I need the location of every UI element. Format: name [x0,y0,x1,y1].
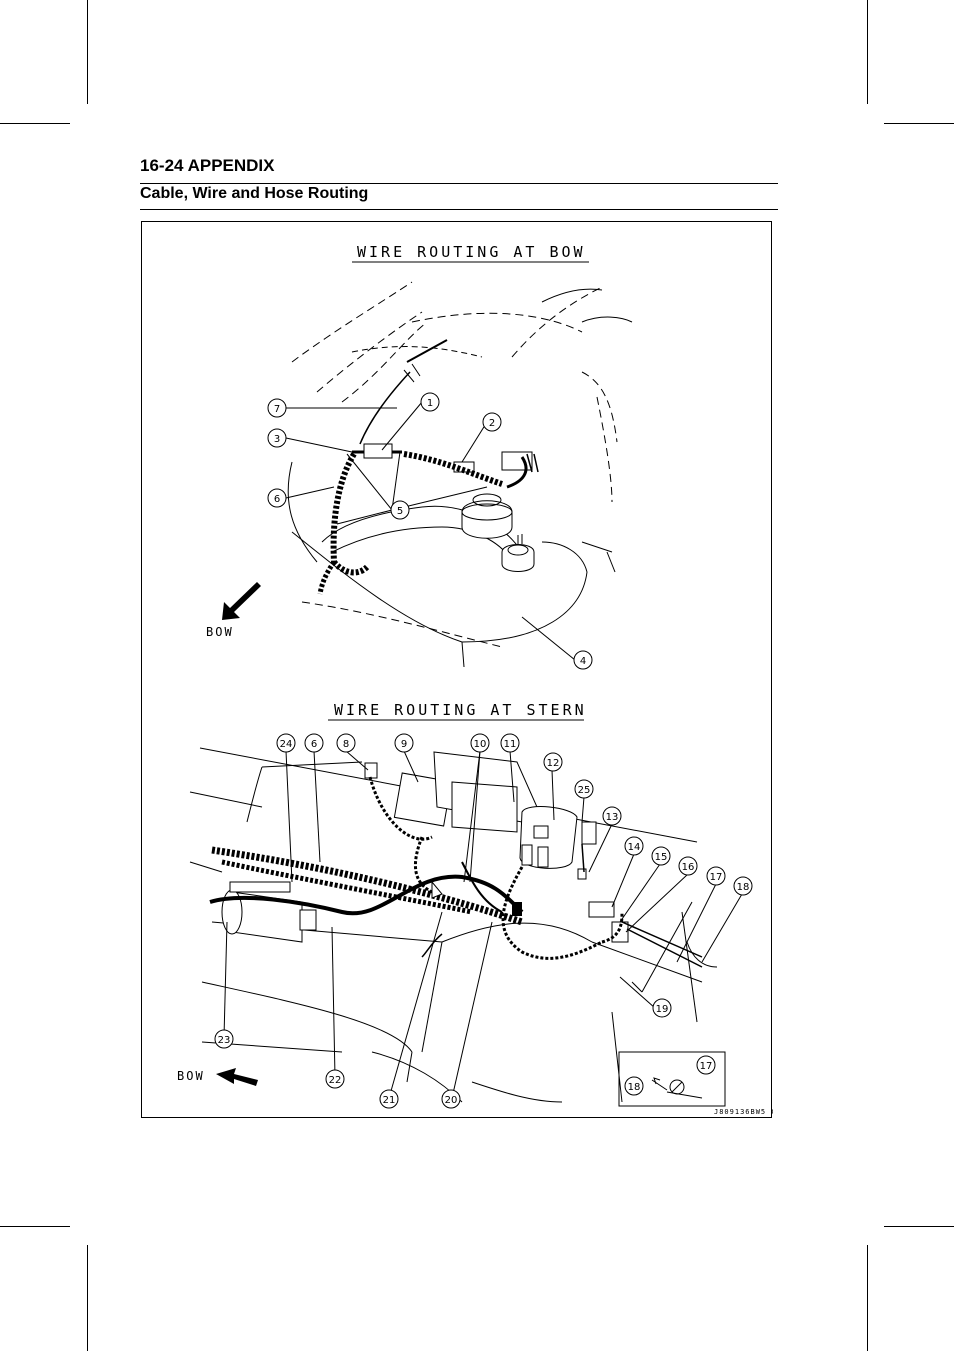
svg-text:3: 3 [274,434,280,445]
callout-16: 16 [678,856,698,876]
callout-9: 9 [394,733,414,753]
inset-callout-18: 18 [624,1076,644,1096]
callout-17: 17 [706,866,726,886]
crop-mark-top-right-horizontal [884,123,954,124]
callout-6-stern: 6 [304,733,324,753]
svg-text:1: 1 [427,398,433,409]
callout-7: 7 [267,398,287,418]
crop-mark-bottom-left-horizontal [0,1226,70,1227]
svg-text:19: 19 [656,1004,669,1015]
crop-mark-top-left-vertical [87,0,88,104]
bow-direction-arrow-icon [222,582,261,620]
svg-text:12: 12 [547,758,560,769]
svg-text:5: 5 [397,506,403,517]
svg-text:15: 15 [655,852,668,863]
callout-22: 22 [325,1069,345,1089]
svg-text:14: 14 [628,842,641,853]
bow-wire-harness [317,339,539,595]
crop-mark-top-right-vertical [867,0,868,104]
header-rule-bottom [140,209,778,210]
svg-text:6: 6 [311,739,317,750]
svg-text:18: 18 [737,882,750,893]
svg-text:17: 17 [700,1061,713,1072]
callout-18: 18 [733,876,753,896]
svg-text:7: 7 [274,404,280,415]
callout-21: 21 [379,1089,399,1109]
drawing-code: J809136BW5 C [714,1108,773,1116]
callout-25: 25 [574,779,594,799]
wire-routing-figure: WIRE ROUTING AT BOW [141,221,773,1118]
svg-text:8: 8 [343,739,349,750]
crop-mark-top-left-horizontal [0,123,70,124]
callout-6: 6 [267,488,287,508]
stern-title: WIRE ROUTING AT STERN [334,701,587,719]
bow-engine-components [453,451,535,572]
callout-12: 12 [543,752,563,772]
svg-text:18: 18 [628,1082,641,1093]
callout-1: 1 [420,392,440,412]
callout-19: 19 [652,998,672,1018]
callout-10: 10 [470,733,490,753]
page-number: 16-24 APPENDIX [140,156,275,175]
callout-8: 8 [336,733,356,753]
callout-3: 3 [267,428,287,448]
callout-14: 14 [624,836,644,856]
inset-callouts: 17 18 [624,1055,716,1096]
callout-13: 13 [602,806,622,826]
wire-routing-drawing: WIRE ROUTING AT BOW [177,243,773,1116]
bow-direction-label-bottom: BOW [177,1069,205,1083]
callout-20: 20 [441,1089,461,1109]
svg-text:17: 17 [710,872,723,883]
crop-mark-bottom-left-vertical [87,1245,88,1351]
stern-callouts: 24 6 8 9 10 11 12 25 13 14 15 16 17 18 1… [214,733,753,1109]
svg-text:6: 6 [274,494,280,505]
callout-4: 4 [573,650,593,670]
svg-text:16: 16 [682,862,695,873]
header-rule-top [140,183,778,184]
stern-wire-harness [209,776,703,968]
bow-hull-outline [287,281,633,668]
crop-mark-bottom-right-horizontal [884,1226,954,1227]
svg-text:21: 21 [383,1095,396,1106]
svg-text:4: 4 [580,656,586,667]
crop-mark-bottom-right-vertical [867,1245,868,1351]
callout-24: 24 [276,733,296,753]
callout-23: 23 [214,1029,234,1049]
svg-text:13: 13 [606,812,619,823]
section-title: Cable, Wire and Hose Routing [140,185,369,202]
callout-2: 2 [482,412,502,432]
callout-11: 11 [500,733,520,753]
svg-text:2: 2 [489,418,495,429]
stern-leader-lines [223,750,743,1099]
stern-components [221,751,718,968]
callout-5: 5 [390,500,410,520]
inset-callout-17: 17 [696,1055,716,1075]
bow-callouts: 1 2 3 4 5 6 7 [267,392,593,670]
svg-text:11: 11 [504,739,517,750]
bow-leader-lines [285,401,576,661]
svg-text:24: 24 [280,739,293,750]
bow-title: WIRE ROUTING AT BOW [357,243,586,261]
bow-direction-arrow-bottom-icon [216,1068,258,1086]
svg-text:25: 25 [578,785,591,796]
svg-text:22: 22 [329,1075,342,1086]
svg-text:9: 9 [401,739,407,750]
svg-text:20: 20 [445,1095,458,1106]
inset-detail [618,1051,726,1107]
svg-text:10: 10 [474,739,487,750]
svg-text:23: 23 [218,1035,231,1046]
callout-15: 15 [651,846,671,866]
bow-direction-label-top: BOW [206,625,234,639]
